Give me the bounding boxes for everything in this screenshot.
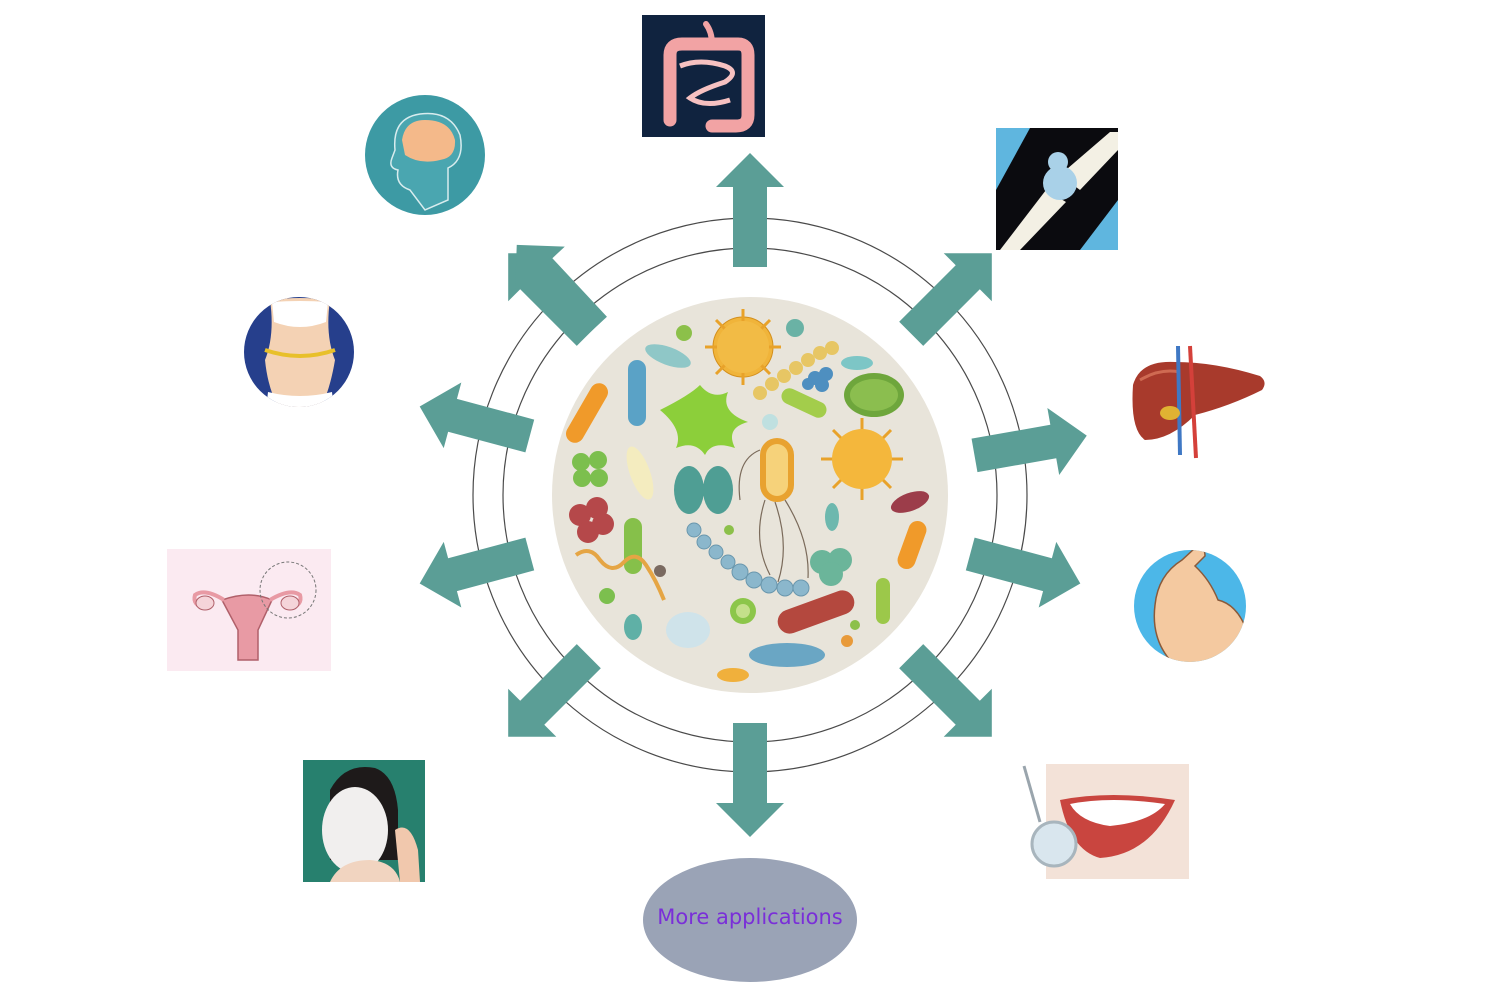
waist-measure-icon xyxy=(244,297,354,407)
liver-icon xyxy=(1132,345,1265,459)
microbiome-icon xyxy=(552,297,948,693)
intestine-icon xyxy=(642,15,765,137)
arrow-4 xyxy=(899,644,992,737)
arrow-5 xyxy=(716,723,784,837)
flexed-arm-icon xyxy=(1134,550,1246,662)
uterus-icon xyxy=(167,549,331,671)
face-mask-icon xyxy=(303,760,425,882)
more-applications-bubble[interactable] xyxy=(643,858,857,982)
arrow-10 xyxy=(515,244,607,340)
knee-joint-icon xyxy=(996,128,1118,250)
arrow-0 xyxy=(716,153,784,267)
arrow-1 xyxy=(899,253,992,346)
arrow-3 xyxy=(965,537,1081,608)
arrow-2 xyxy=(971,408,1087,475)
more-applications-label: More applications xyxy=(657,905,843,929)
arrow-8 xyxy=(419,382,535,453)
teeth-mirror-icon xyxy=(1022,764,1189,879)
arrow-6 xyxy=(508,644,601,737)
arrow-7 xyxy=(419,537,535,608)
arrow-group xyxy=(419,153,1087,837)
brain-icon xyxy=(365,95,485,215)
